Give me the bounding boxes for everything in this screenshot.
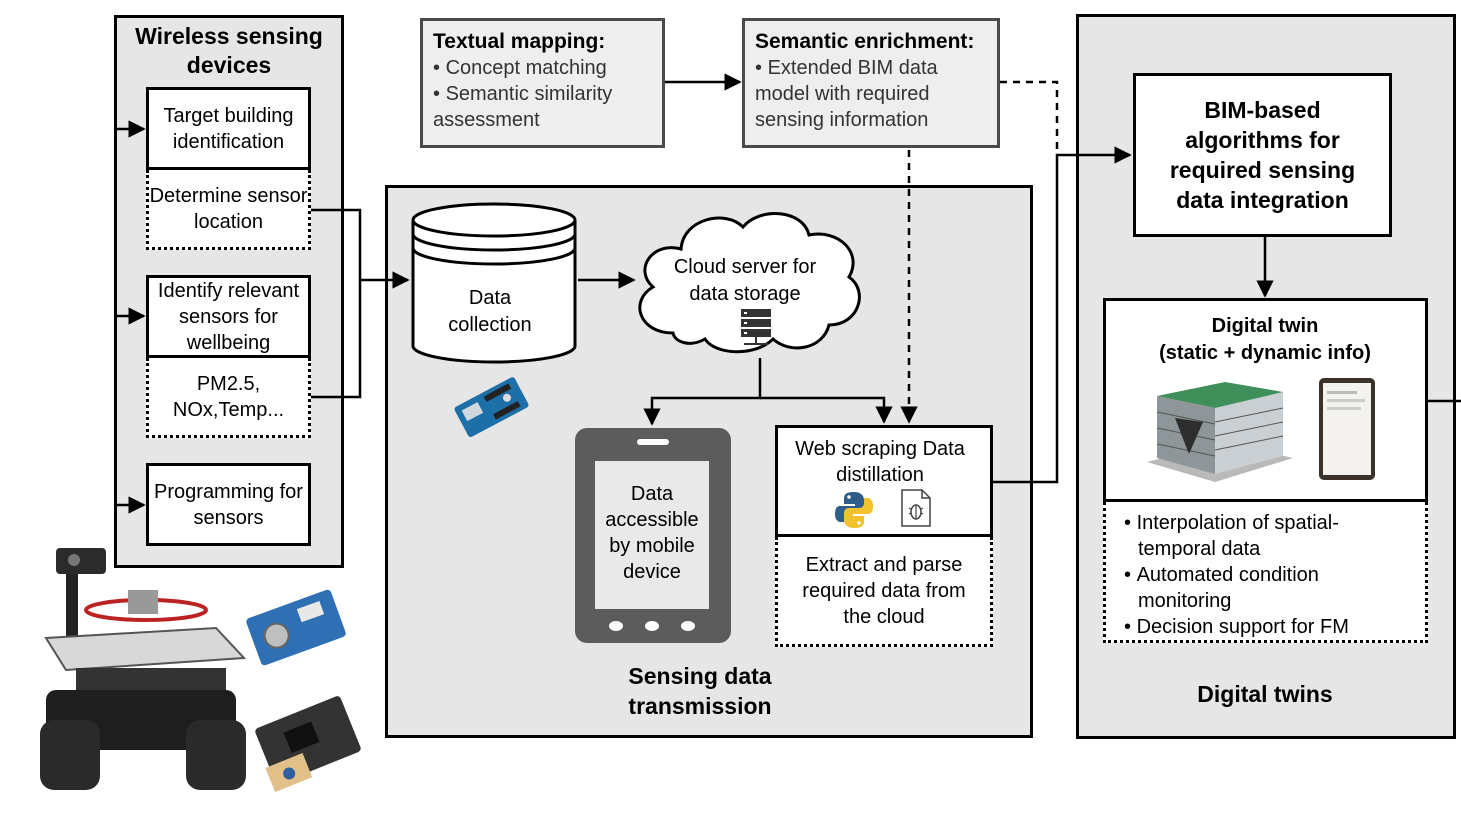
semantic-item-1: Extended BIM data model with required se… bbox=[755, 55, 987, 133]
server-icon bbox=[741, 309, 771, 345]
digital-twin-title: Digital twin bbox=[1211, 315, 1319, 337]
phone-button-3 bbox=[681, 621, 695, 631]
dust-sensor-icon bbox=[255, 696, 361, 793]
twin-item-2: Automated condition monitoring bbox=[1124, 562, 1415, 614]
wireless-title: Wireless sensing devices bbox=[135, 23, 323, 78]
extract-box: Extract and parse required data from the… bbox=[775, 537, 993, 647]
building-model-icon bbox=[1147, 382, 1293, 482]
database-icon bbox=[411, 202, 577, 364]
sensor-board-icon bbox=[454, 377, 529, 438]
textual-mapping-title: Textual mapping: bbox=[433, 30, 606, 53]
semantic-enrichment-box: Semantic enrichment: Extended BIM data m… bbox=[742, 18, 1000, 148]
digital-twins-title: Digital twins bbox=[1197, 681, 1333, 707]
phone-button-2 bbox=[645, 621, 659, 631]
target-building-box: Target building identification bbox=[146, 87, 311, 170]
textual-item-2: Semantic similarity assessment bbox=[433, 81, 652, 133]
phone-screen bbox=[595, 461, 709, 609]
semantic-enrichment-title: Semantic enrichment: bbox=[755, 30, 975, 53]
programming-box: Programming for sensors bbox=[146, 463, 311, 546]
digital-twin-subtitle: (static + dynamic info) bbox=[1159, 342, 1371, 364]
phone-button-1 bbox=[609, 621, 623, 631]
robot-icon bbox=[40, 548, 247, 790]
twin-capabilities-box: Interpolation of spatial-temporal data A… bbox=[1103, 502, 1428, 643]
cloud-icon bbox=[638, 212, 861, 354]
file-bug-icon bbox=[901, 489, 931, 527]
twin-item-1: Interpolation of spatial-temporal data bbox=[1124, 510, 1415, 562]
web-scraping-box bbox=[775, 425, 993, 537]
twin-item-3: Decision support for FM bbox=[1124, 614, 1415, 640]
transmission-title: Sensing data transmission bbox=[628, 663, 772, 719]
textual-item-1: Concept matching bbox=[433, 55, 652, 81]
data-collection-label: Data collection bbox=[448, 287, 532, 336]
phone-screenshot-icon bbox=[1319, 378, 1375, 480]
sensor-location-box: Determine sensor location bbox=[146, 170, 311, 250]
bim-algorithms-box: BIM-based algorithms for required sensin… bbox=[1133, 73, 1392, 237]
web-scraping-label: Web scraping Data distillation bbox=[795, 438, 965, 486]
identify-sensors-box: Identify relevant sensors for wellbeing bbox=[146, 275, 311, 358]
mobile-label: Data accessible by mobile device bbox=[605, 483, 699, 583]
gas-sensor-icon bbox=[246, 589, 346, 666]
python-icon bbox=[835, 492, 873, 528]
textual-mapping-box: Textual mapping: Concept matching Semant… bbox=[420, 18, 665, 148]
phone-speaker bbox=[637, 439, 669, 445]
cloud-label: Cloud server for data storage bbox=[673, 256, 817, 305]
pollutants-box: PM2.5, NOx,Temp... bbox=[146, 358, 311, 438]
